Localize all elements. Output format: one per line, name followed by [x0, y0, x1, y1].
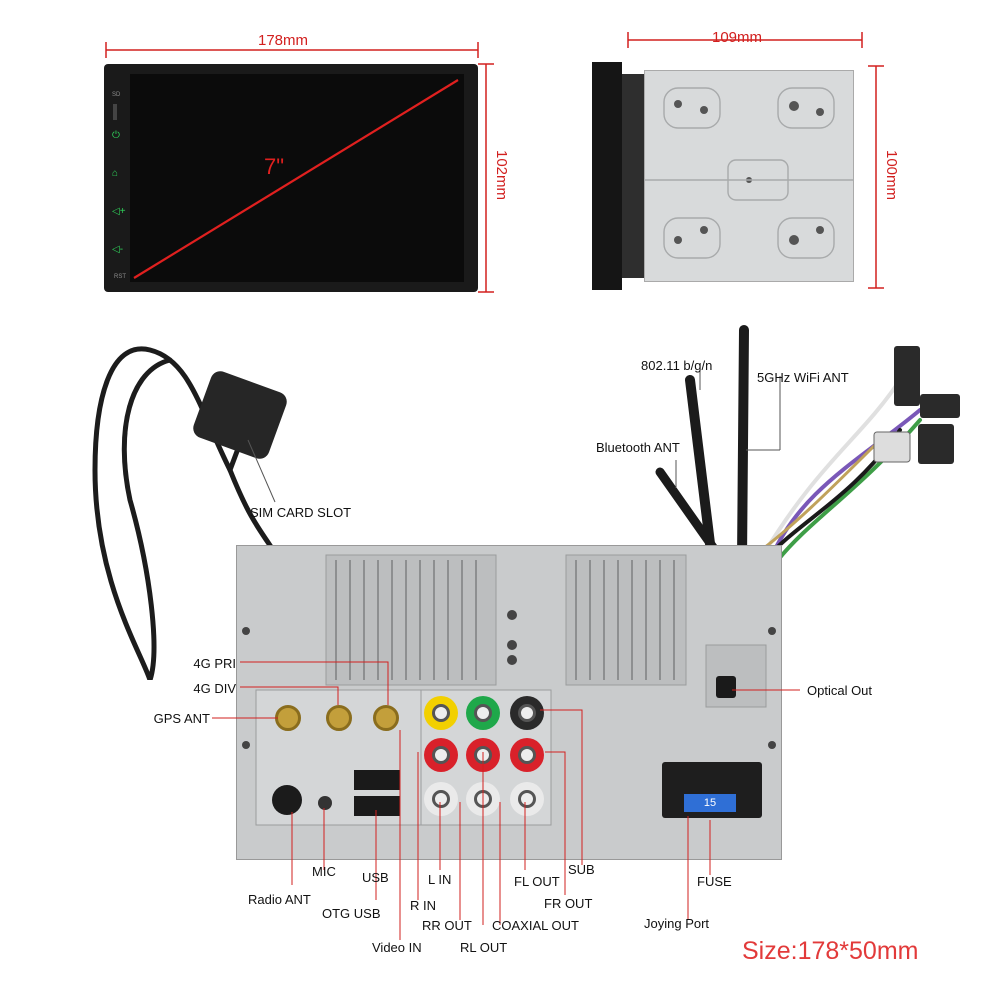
- sd-slot-label: SD: [112, 92, 121, 98]
- fl-out-jack[interactable]: [510, 782, 544, 816]
- mic-label: MIC: [312, 864, 336, 879]
- video-in-label: Video IN: [372, 940, 422, 955]
- wifi-24-label: 802.11 b/g/n: [641, 358, 713, 373]
- usb-label: USB: [362, 870, 389, 885]
- home-icon[interactable]: ⌂: [112, 168, 119, 179]
- screen-size-label: 7": [264, 154, 285, 179]
- radio-ant-label: Radio ANT: [248, 892, 311, 907]
- fr-out-label: FR OUT: [544, 896, 593, 911]
- sd-slot: [113, 104, 117, 120]
- size-label: Size:178*50mm: [742, 937, 919, 965]
- rl-out-label: RL OUT: [460, 940, 508, 955]
- radio-antenna-port[interactable]: [272, 785, 302, 815]
- mic-port[interactable]: [318, 796, 332, 810]
- r-in-label: R IN: [410, 898, 436, 913]
- sim-card-slot-label: SIM CARD SLOT: [250, 505, 352, 520]
- side-bracket: [622, 74, 644, 278]
- otg-usb-port[interactable]: [354, 796, 400, 816]
- 4g-div-label: 4G DIV: [193, 681, 236, 696]
- bluetooth-label: Bluetooth ANT: [596, 440, 680, 455]
- 4g-pri-label: 4G PRI: [193, 656, 236, 671]
- sub-label: SUB: [568, 862, 595, 877]
- dimension-lines: [105, 32, 884, 293]
- otg-usb-label: OTG USB: [322, 906, 381, 921]
- l-in-label: L IN: [428, 872, 452, 887]
- fuse-label: FUSE: [697, 874, 732, 889]
- gps-ant-label: GPS ANT: [153, 711, 210, 726]
- screen-diagonal: [133, 79, 459, 279]
- usb-port[interactable]: [354, 770, 400, 790]
- optical-out-label: Optical Out: [807, 683, 873, 698]
- video-in-jack[interactable]: [424, 696, 458, 730]
- reset-label: RST: [114, 274, 126, 280]
- joying-port-label: Joying Port: [644, 916, 710, 931]
- wifi-5-label: 5GHz WiFi ANT: [757, 370, 849, 385]
- front-width-label: 178mm: [258, 32, 309, 49]
- leader-lines: [212, 661, 800, 940]
- optical-out-port[interactable]: [716, 676, 736, 698]
- power-icon[interactable]: ⏻: [112, 130, 120, 141]
- rr-out-label: RR OUT: [422, 918, 472, 933]
- sub-jack[interactable]: [466, 696, 500, 730]
- 4g-div-connector[interactable]: [326, 705, 352, 731]
- fl-out-label: FL OUT: [514, 874, 560, 889]
- volume-up-icon[interactable]: ◁+: [112, 206, 126, 217]
- 4g-pri-connector[interactable]: [373, 705, 399, 731]
- side-height-label: 100mm: [883, 150, 900, 201]
- l-in-jack[interactable]: [424, 782, 458, 816]
- gps-antenna-connector[interactable]: [275, 705, 301, 731]
- coaxial-out-label: COAXIAL OUT: [492, 918, 579, 933]
- side-width-label: 109mm: [712, 29, 763, 46]
- fuse[interactable]: 15: [684, 794, 736, 812]
- head-unit-front: 7" SD ⏻ ⌂ ◁+ ◁- RST: [104, 64, 478, 292]
- r-in-jack[interactable]: [424, 738, 458, 772]
- head-unit-side: [592, 62, 854, 290]
- front-height-label: 102mm: [493, 150, 510, 201]
- volume-down-icon[interactable]: ◁-: [112, 244, 124, 255]
- side-chassis-holes: [644, 87, 854, 259]
- coaxial-out-jack[interactable]: [510, 696, 544, 730]
- side-bezel: [592, 62, 622, 290]
- fr-out-jack[interactable]: [510, 738, 544, 772]
